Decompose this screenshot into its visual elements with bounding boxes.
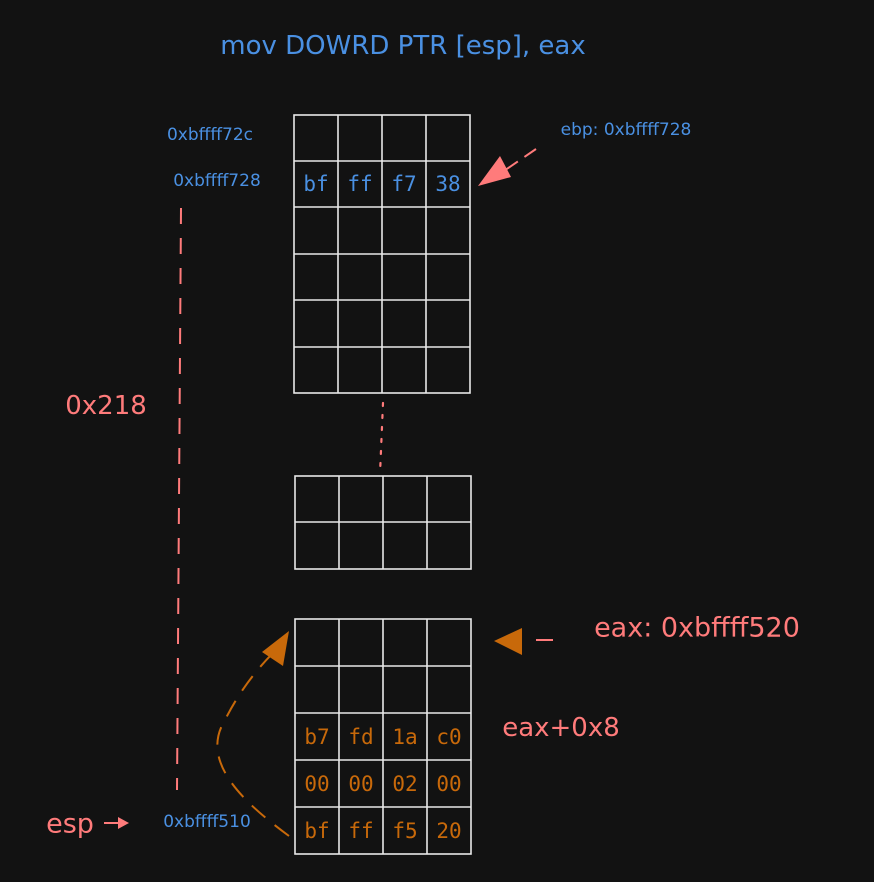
eax8-byte-3: c0	[436, 725, 461, 749]
esp-byte-1: ff	[348, 819, 373, 843]
mid-row-bytes: 00 00 02 00	[304, 772, 461, 796]
eax8-byte-2: 1a	[392, 725, 417, 749]
ebp-byte-3: 38	[435, 172, 460, 196]
esp-row-bytes: bf ff f5 20	[304, 819, 461, 843]
ebp-byte-2: f7	[391, 172, 416, 196]
ebp-arrow-line	[497, 148, 537, 176]
esp-label: esp	[46, 809, 94, 840]
ebp-byte-0: bf	[303, 172, 328, 196]
eax-arrow-head	[494, 628, 522, 655]
ebp-byte-1: ff	[347, 172, 372, 196]
address-0xbffff510: 0xbffff510	[163, 812, 251, 832]
eax8-byte-0: b7	[304, 725, 329, 749]
eax8-byte-1: fd	[348, 725, 373, 749]
esp-byte-3: 20	[436, 819, 461, 843]
mid-byte-2: 02	[392, 772, 417, 796]
eax-label: eax: 0xbffff520	[594, 613, 800, 644]
mid-byte-3: 00	[436, 772, 461, 796]
esp-arrow-head	[118, 817, 129, 829]
ebp-row-bytes: bf ff f7 38	[303, 172, 460, 196]
distance-dashed-line	[176, 207, 182, 791]
top-stack-block	[293, 114, 471, 394]
esp-byte-2: f5	[392, 819, 417, 843]
eax-plus-8-label: eax+0x8	[502, 713, 620, 743]
bottom-stack-block	[294, 618, 472, 855]
distance-label: 0x218	[65, 391, 147, 421]
eax8-row-bytes: b7 fd 1a c0	[304, 725, 461, 749]
mid-byte-0: 00	[304, 772, 329, 796]
store-arrow-curve	[216, 651, 290, 837]
address-0xbffff728: 0xbffff728	[173, 171, 261, 191]
store-arrow-head	[262, 631, 289, 666]
middle-stack-block	[294, 475, 472, 570]
esp-byte-0: bf	[304, 819, 329, 843]
continuation-dots	[378, 401, 385, 476]
mid-byte-1: 00	[348, 772, 373, 796]
instruction-title: mov DOWRD PTR [esp], eax	[220, 31, 586, 61]
address-0xbffff72c: 0xbffff72c	[167, 125, 253, 145]
ebp-label: ebp: 0xbffff728	[561, 120, 692, 140]
ebp-arrow-head	[478, 156, 511, 186]
